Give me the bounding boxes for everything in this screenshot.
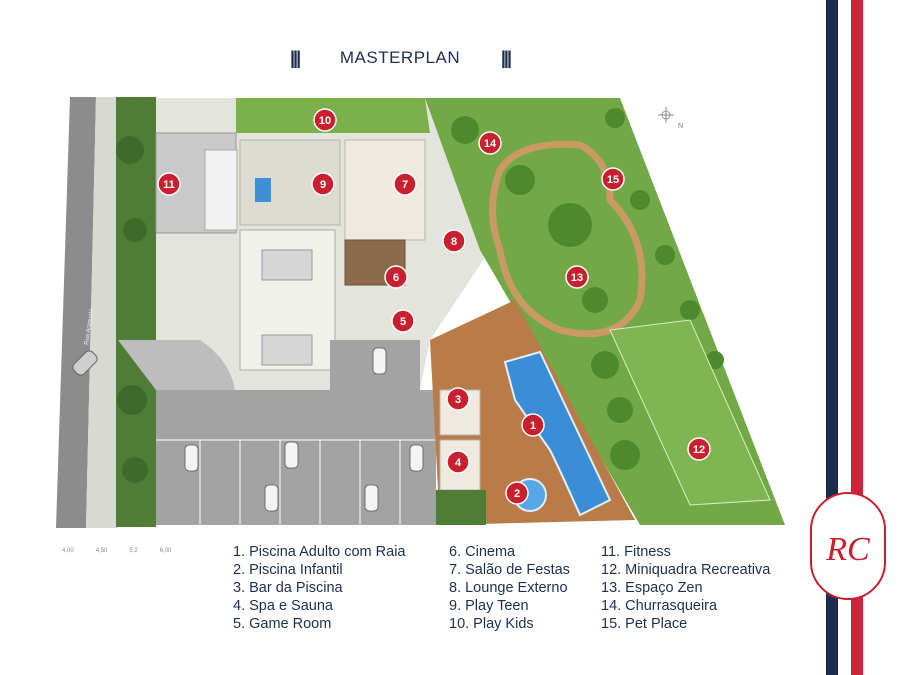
compass-label: N [678,123,683,130]
legend-item: 13. Espaço Zen [601,580,703,596]
legend-item: 8. Lounge Externo [449,580,568,596]
legend-item: 4. Spa e Sauna [233,598,333,614]
marker-label: 4 [455,457,462,469]
marker-dot [157,172,181,196]
map-marker-5: 5 [391,309,415,333]
parked-car [409,444,424,472]
marker-label: 10 [319,115,331,127]
legend-item: 14. Churrasqueira [601,598,718,614]
map-marker-12: 12 [687,437,711,461]
marker-dot [442,229,466,253]
marker-label: 6 [393,272,399,284]
marker-label: 1 [530,420,536,432]
map-marker-8: 8 [442,229,466,253]
map-marker-11: 11 [157,172,181,196]
marker-label: 12 [693,444,705,456]
scale-label: 6,00 [159,548,172,554]
legend-item: 7. Salão de Festas [449,562,570,578]
title-mark-right: ||| [500,47,512,68]
parked-car [372,347,387,375]
marker-label: 8 [451,236,457,248]
marker-dot [393,172,417,196]
legend-column-2: 6. Cinema 7. Salão de Festas 8. Lounge E… [449,543,570,633]
scale-label: 4,00 [62,548,74,554]
marker-dot [446,450,470,474]
marker-dot [687,437,711,461]
brand-monogram: RC [825,531,870,568]
left-landscaping [116,97,156,527]
legend-item: 6. Cinema [449,544,516,560]
marker-label: 15 [607,174,619,186]
marker-label: 11 [163,179,175,191]
legend-item: 12. Miniquadra Recreativa [601,562,771,578]
legend-column-3: 11. Fitness 12. Miniquadra Recreativa 13… [601,543,770,633]
walking-path [489,140,646,338]
compass-icon [658,107,674,123]
mini-court [609,319,771,506]
street-car [72,350,98,376]
parked-car [264,484,279,512]
legend-item: 1. Piscina Adulto com Raia [233,544,406,560]
marker-label: 5 [400,316,406,328]
map-marker-15: 15 [601,167,625,191]
marker-dot [478,131,502,155]
title-mark-left: ||| [290,47,301,68]
map-marker-1: 1 [521,413,545,437]
street [56,97,96,528]
scale-label: 5,2 [129,548,138,554]
map-marker-14: 14 [478,131,502,155]
pool-small-blue [255,178,271,202]
map-marker-4: 4 [446,450,470,474]
legend-item: 5. Game Room [233,616,332,632]
marker-label: 9 [320,179,326,191]
marker-label: 13 [571,272,583,284]
legend-item: 2. Piscina Infantil [233,562,343,578]
map-marker-2: 2 [505,481,529,505]
map-marker-13: 13 [565,265,589,289]
legend-item: 11. Fitness [601,544,671,560]
brand-monogram-badge: RC [810,492,886,600]
marker-dot [313,108,337,132]
map-marker-7: 7 [393,172,417,196]
marker-label: 7 [402,179,408,191]
legend-column-1: 1. Piscina Adulto com Raia 2. Piscina In… [233,543,405,633]
marker-dot [521,413,545,437]
marker-label: 2 [514,488,520,500]
marker-dot [384,265,408,289]
marker-dot [601,167,625,191]
masterplan-header: ||| MASTERPLAN ||| [290,44,512,72]
marker-label: 14 [484,138,497,150]
legend-item: 10. Play Kids [449,616,534,632]
marker-dot [565,265,589,289]
parked-car [284,441,299,469]
legend-item: 9. Play Teen [449,598,529,614]
legend-item: 15. Pet Place [601,616,688,632]
marker-dot [446,387,470,411]
driveway [118,340,235,390]
page-title: MASTERPLAN [339,48,461,67]
map-marker-6: 6 [384,265,408,289]
marker-dot [505,481,529,505]
scale-bar: 4,00 4,50 5,2 6,00 [62,548,171,554]
parked-car [184,444,199,472]
street-label: Rua Araguaia [84,308,95,345]
marker-dot [391,309,415,333]
marker-dot [311,172,335,196]
marker-label: 3 [455,394,461,406]
scale-label: 4,50 [95,548,108,554]
adult-pool [503,350,612,517]
legend-item: 3. Bar da Piscina [233,580,343,596]
map-marker-10: 10 [313,108,337,132]
map-marker-3: 3 [446,387,470,411]
map-marker-9: 9 [311,172,335,196]
sidewalk [86,97,125,528]
parked-car [364,484,379,512]
